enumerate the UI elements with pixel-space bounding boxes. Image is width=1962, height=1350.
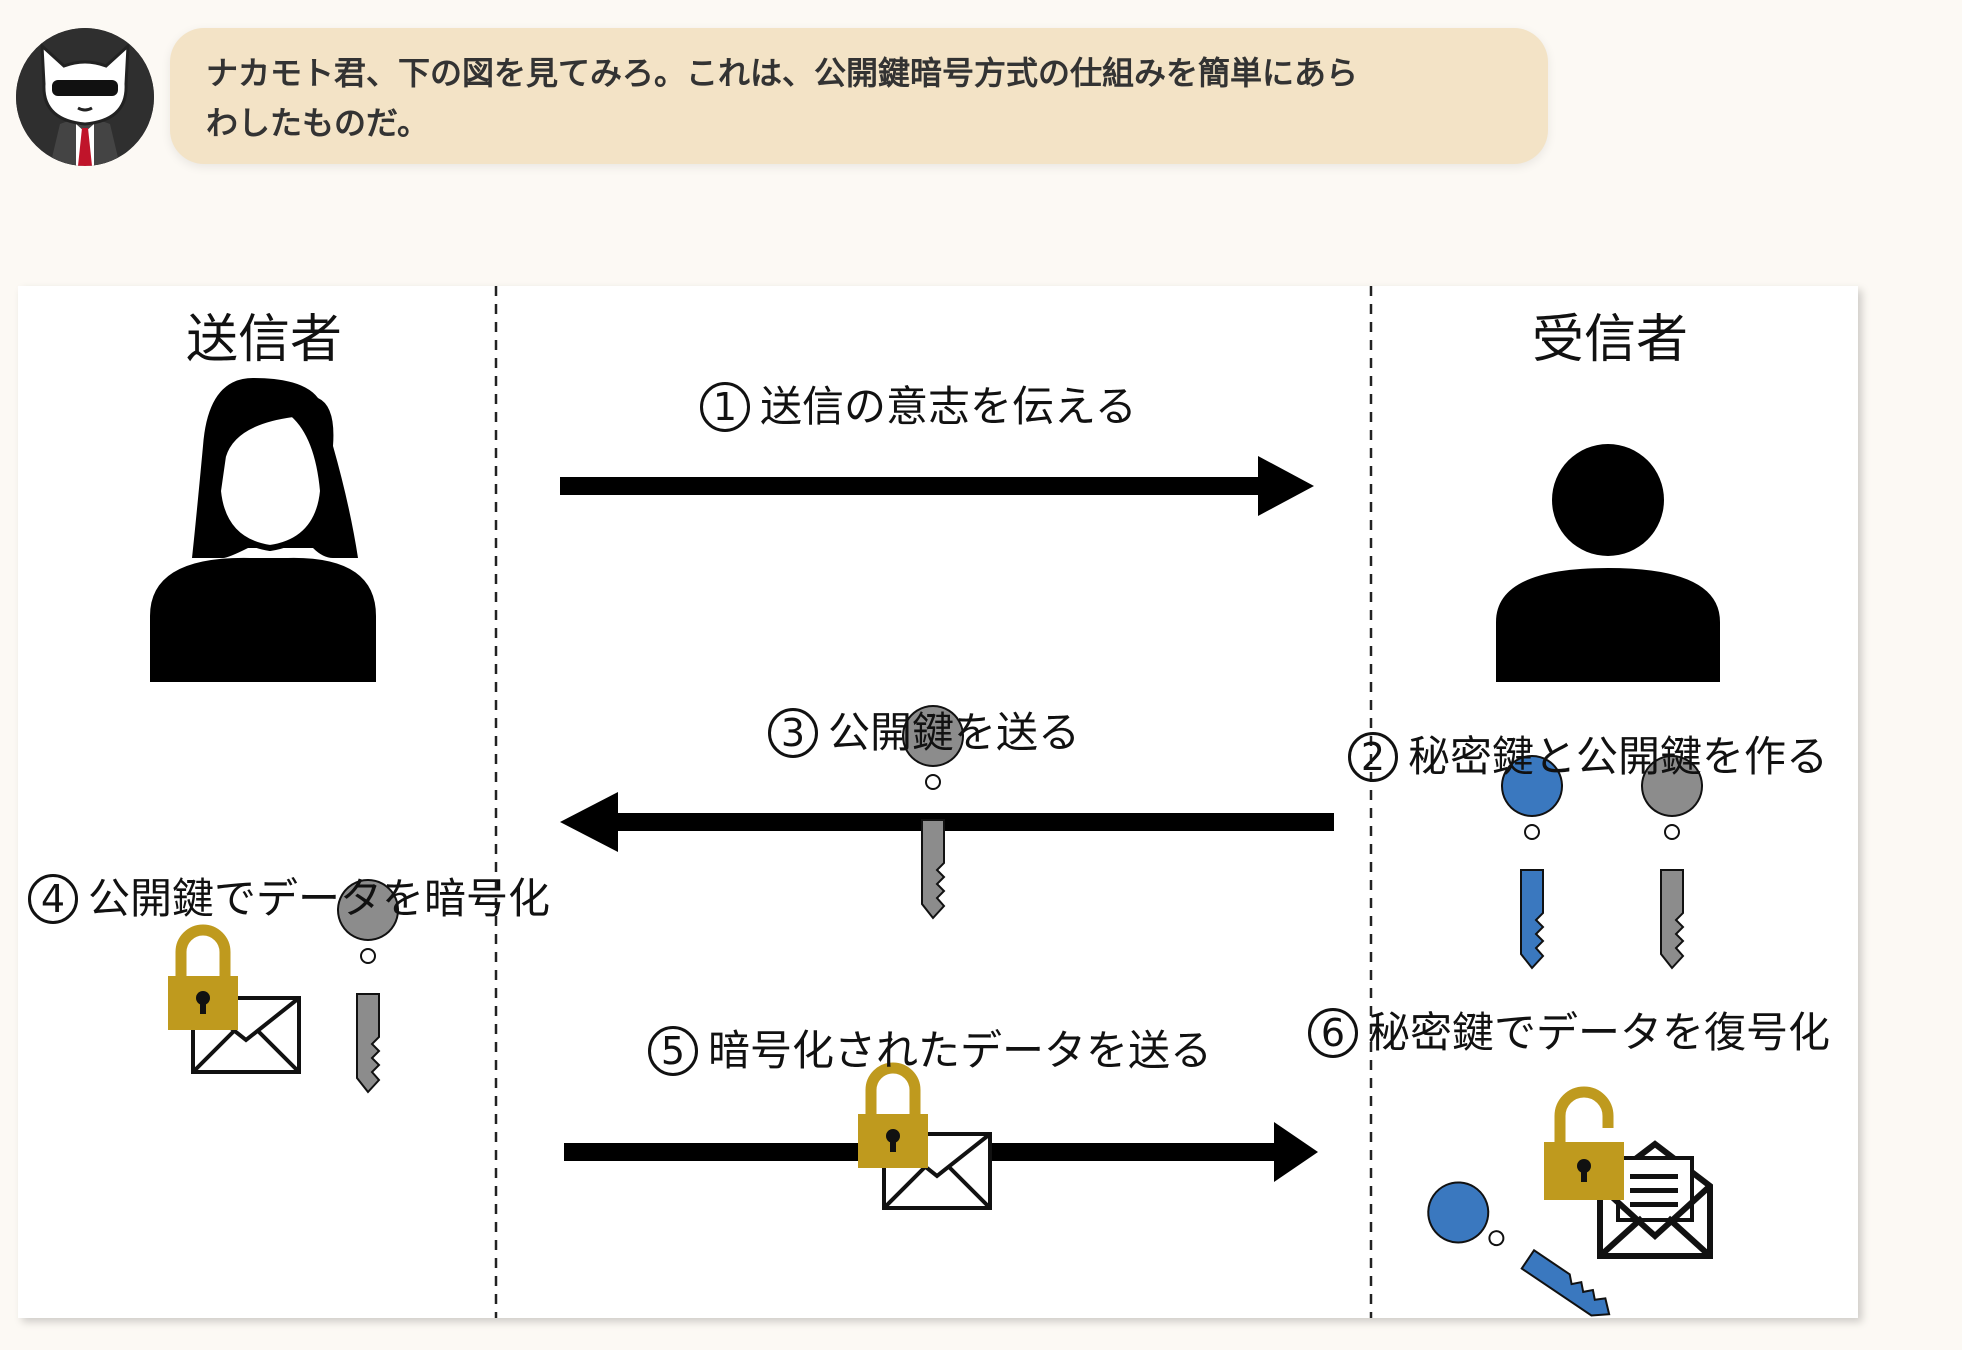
- padlock-icon: [858, 1068, 928, 1168]
- key-icon: [1501, 755, 1564, 969]
- speech-line-1: ナカモト君、下の図を見てみろ。これは、公開鍵暗号方式の仕組みを簡単にあら: [206, 54, 1359, 92]
- speech-bubble: ナカモト君、下の図を見てみろ。これは、公開鍵暗号方式の仕組みを簡単にあら わした…: [170, 28, 1548, 164]
- arrow-step-1: [560, 456, 1314, 516]
- arrow-step-3: [560, 792, 1334, 852]
- key-icon: [902, 705, 965, 919]
- woman-person-icon: [150, 378, 376, 682]
- sender-title: 送信者: [186, 310, 343, 370]
- person-icon: [1496, 444, 1720, 682]
- key-icon: [337, 879, 400, 1093]
- key-icon: [1641, 755, 1704, 969]
- padlock-icon: [168, 930, 238, 1030]
- spy-cat-avatar: [16, 28, 154, 166]
- speech-line-2: わしたものだ。: [206, 104, 430, 142]
- open-envelope-icon: [1597, 1140, 1713, 1259]
- receiver-title: 受信者: [1532, 310, 1689, 370]
- key-icon: [1415, 1169, 1627, 1318]
- padlock-icon: [1544, 1086, 1624, 1200]
